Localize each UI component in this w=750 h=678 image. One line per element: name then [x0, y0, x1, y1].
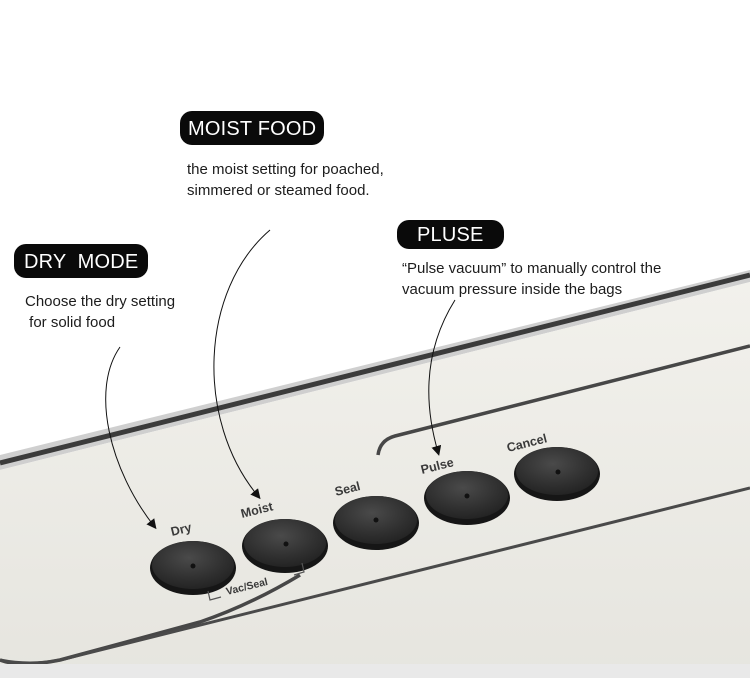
pulse-line-1: “Pulse vacuum” to manually control the [402, 260, 662, 277]
control-buttons [150, 447, 600, 595]
button-dot-icon [464, 493, 470, 499]
dry-button[interactable] [150, 541, 236, 595]
seal-button[interactable] [333, 496, 419, 550]
dry-mode-line-1: Choose the dry setting [25, 293, 176, 310]
button-dot-icon [283, 541, 289, 547]
dry-mode-callout: DRY MODE Choose the dry setting for soli… [14, 244, 175, 333]
cancel-button[interactable] [514, 447, 600, 501]
panel-bottom-strip [0, 664, 750, 678]
seal-label: Seal [333, 479, 361, 499]
pulse-line-2: vacuum pressure inside the bags [402, 280, 623, 298]
panel-inner-border [0, 486, 750, 665]
dry-label: Dry [169, 520, 193, 539]
moist-food-description: the moist setting for poached, simmered o… [187, 160, 384, 201]
moist-food-title: MOIST FOOD [180, 111, 325, 145]
dry-mode-title: DRY MODE [14, 244, 149, 278]
moist-food-callout: MOIST FOOD the moist setting for poached… [180, 111, 384, 201]
pulse-title: PLUSE [397, 220, 504, 249]
button-dot-icon [190, 563, 196, 569]
pulse-arrow [428, 299, 456, 456]
pulse-callout: PLUSE “Pulse vacuum” to manually control… [397, 220, 661, 300]
button-dot-icon [555, 469, 561, 475]
moist-arrow [213, 229, 271, 500]
moist-food-line-2: simmered or steamed food. [187, 181, 370, 199]
button-dot-icon [373, 517, 379, 523]
moist-button[interactable] [242, 519, 328, 573]
pulse-description: “Pulse vacuum” to manually control the va… [402, 259, 661, 300]
dry-mode-description: Choose the dry setting for solid food [25, 292, 175, 333]
moist-food-line-1: the moist setting for poached, [187, 161, 384, 178]
dry-mode-line-2: for solid food [25, 313, 116, 331]
panel-surface [0, 282, 750, 678]
dry-arrow [105, 346, 157, 530]
pulse-button[interactable] [424, 471, 510, 525]
panel-outer-edge-line [0, 272, 750, 466]
